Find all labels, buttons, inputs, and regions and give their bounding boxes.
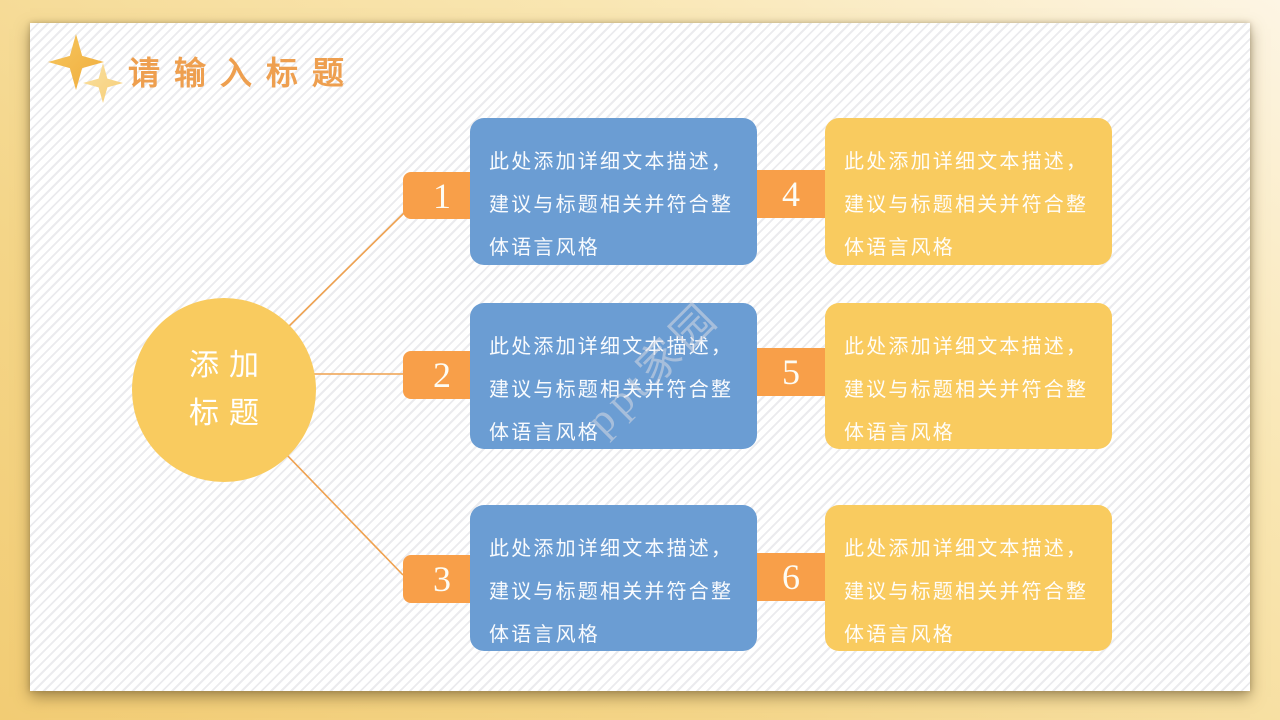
text-card-6[interactable]: 此处添加详细文本描述，建议与标题相关并符合整体语言风格 xyxy=(825,505,1112,651)
card-body-4: 此处添加详细文本描述，建议与标题相关并符合整体语言风格 xyxy=(844,151,1089,259)
number-label-6: 6 xyxy=(782,557,800,597)
number-label-5: 5 xyxy=(782,352,800,392)
number-tab-5[interactable]: 5 xyxy=(745,348,837,396)
center-title-line2: 标题 xyxy=(189,397,269,430)
text-card-4[interactable]: 此处添加详细文本描述，建议与标题相关并符合整体语言风格 xyxy=(825,118,1112,265)
text-card-2[interactable]: 此处添加详细文本描述，建议与标题相关并符合整体语言风格 xyxy=(470,303,757,449)
center-title-circle[interactable]: 添加 标题 xyxy=(132,298,316,482)
number-label-1: 1 xyxy=(433,175,451,216)
card-body-1: 此处添加详细文本描述，建议与标题相关并符合整体语言风格 xyxy=(489,151,734,259)
slide-title-placeholder[interactable]: 请输入标题 xyxy=(128,55,359,91)
card-body-2: 此处添加详细文本描述，建议与标题相关并符合整体语言风格 xyxy=(489,336,734,444)
center-title-line1: 添加 xyxy=(189,349,269,382)
number-label-2: 2 xyxy=(433,355,451,395)
number-label-3: 3 xyxy=(433,559,451,599)
number-tab-6[interactable]: 6 xyxy=(745,553,837,601)
number-tab-4[interactable]: 4 xyxy=(745,170,837,218)
slide-panel: 请输入标题 添加 标题 1 2 3 4 5 6 此处添加详细文本描述，建议与标题… xyxy=(30,23,1250,691)
card-body-3: 此处添加详细文本描述，建议与标题相关并符合整体语言风格 xyxy=(489,538,734,646)
card-body-6: 此处添加详细文本描述，建议与标题相关并符合整体语言风格 xyxy=(844,538,1089,646)
card-body-5: 此处添加详细文本描述，建议与标题相关并符合整体语言风格 xyxy=(844,336,1089,444)
text-card-3[interactable]: 此处添加详细文本描述，建议与标题相关并符合整体语言风格 xyxy=(470,505,757,651)
number-label-4: 4 xyxy=(782,174,800,214)
text-card-1[interactable]: 此处添加详细文本描述，建议与标题相关并符合整体语言风格 xyxy=(470,118,757,265)
text-card-5[interactable]: 此处添加详细文本描述，建议与标题相关并符合整体语言风格 xyxy=(825,303,1112,449)
